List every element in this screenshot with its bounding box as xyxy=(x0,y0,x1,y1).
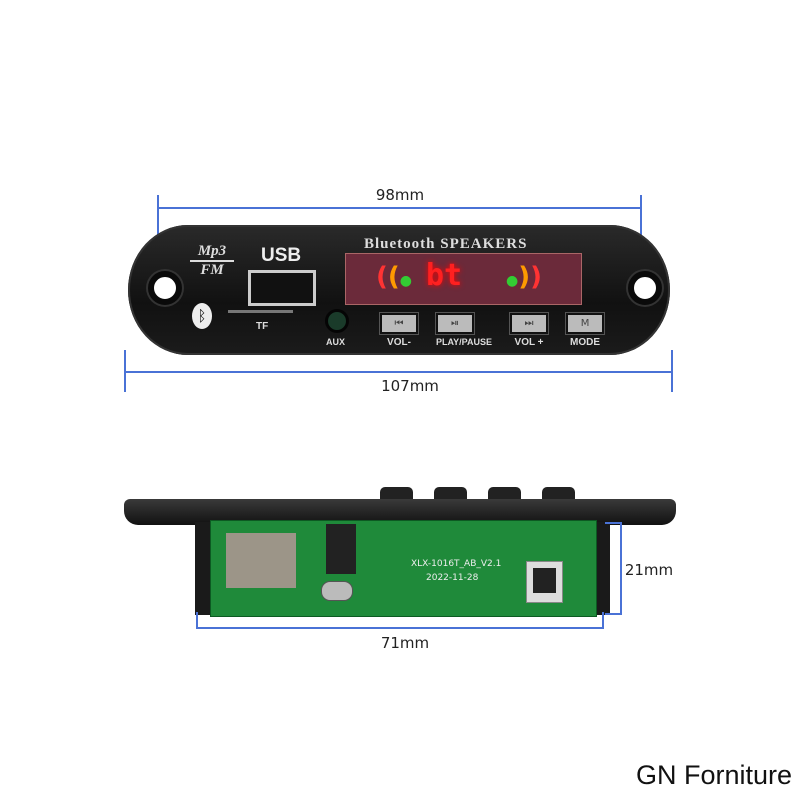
usb-label: USB xyxy=(261,245,302,266)
circuit-board: XLX-1016T_AB_V2.1 2022-11-28 xyxy=(210,520,597,617)
dimension-label-98: 98mm xyxy=(375,186,425,204)
dimension-line-98 xyxy=(158,207,640,209)
dimension-label-21: 21mm xyxy=(624,561,674,579)
crystal xyxy=(321,581,353,601)
previous-icon: ⏮ xyxy=(380,313,418,334)
button-play-pause[interactable]: ⏯PLAY/PAUSE xyxy=(436,313,492,348)
aux-jack[interactable] xyxy=(325,309,349,333)
dimension-tick xyxy=(196,612,198,629)
button-vol-minus[interactable]: ⏮VOL- xyxy=(380,313,418,348)
regulator-chip xyxy=(526,561,563,603)
display-text: bt xyxy=(426,258,463,293)
usb-port[interactable] xyxy=(248,270,316,306)
dimension-tick xyxy=(124,350,126,392)
panel-title: Bluetooth SPEAKERS xyxy=(364,236,528,252)
tf-slot[interactable] xyxy=(228,310,293,313)
play-pause-icon: ⏯ xyxy=(436,313,474,334)
sd-card-slot xyxy=(226,533,296,588)
audio-jack xyxy=(326,524,356,574)
side-buttons xyxy=(380,487,575,501)
next-icon: ⏭ xyxy=(510,313,549,334)
mode-icon: M xyxy=(566,313,605,334)
tf-label: TF xyxy=(256,321,269,332)
dimension-tick xyxy=(671,350,673,392)
signal-icon-left: ((● xyxy=(376,262,412,292)
mount-hole-right xyxy=(628,271,662,305)
logo-mp3: Mp3 xyxy=(190,243,234,262)
dimension-label-71: 71mm xyxy=(380,634,430,652)
brand-watermark: GN Forniture xyxy=(635,760,792,790)
dimension-tick xyxy=(605,522,622,524)
led-display: ((● bt ●)) xyxy=(345,253,582,305)
pcb-date: 2022-11-28 xyxy=(426,573,479,583)
dimension-line-107 xyxy=(125,371,672,373)
dimension-line-21 xyxy=(620,522,622,614)
logo-fm: FM xyxy=(200,262,224,278)
dimension-label-107: 107mm xyxy=(381,377,439,395)
mount-hole-left xyxy=(148,271,182,305)
signal-icon-right: ●)) xyxy=(506,262,542,292)
dimension-line-71 xyxy=(197,627,603,629)
dimension-tick xyxy=(605,613,622,615)
aux-label: AUX xyxy=(326,337,346,347)
bluetooth-icon: ᛒ xyxy=(192,303,212,329)
dimension-tick xyxy=(602,612,604,629)
pcb-model: XLX-1016T_AB_V2.1 xyxy=(411,559,502,569)
button-vol-plus[interactable]: ⏭VOL + xyxy=(510,313,549,348)
